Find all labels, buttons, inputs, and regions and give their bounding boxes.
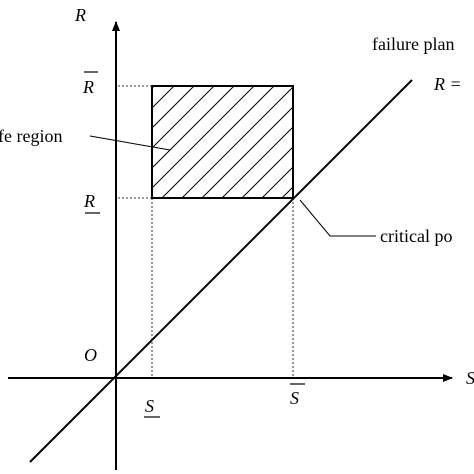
y-axis-label: R [74, 5, 86, 25]
failure-plane-line [29, 79, 413, 463]
guide-lines [118, 85, 294, 378]
safe-region-leader [89, 135, 171, 151]
origin-label: O [84, 345, 97, 365]
safe-region-label: fe region [0, 126, 62, 146]
failure-plane-label: failure plan [372, 34, 454, 54]
equation-label: R = [433, 74, 462, 94]
x-axis-label: S [466, 368, 474, 388]
s-lower-label: S [145, 396, 154, 416]
r-upper-label: R [82, 77, 94, 97]
critical-point-label: critical po [380, 226, 452, 246]
critical-point-leader [299, 199, 376, 237]
r-lower-label: R [83, 191, 95, 211]
safe-region-box [151, 85, 294, 199]
s-upper-label: S [290, 388, 299, 408]
